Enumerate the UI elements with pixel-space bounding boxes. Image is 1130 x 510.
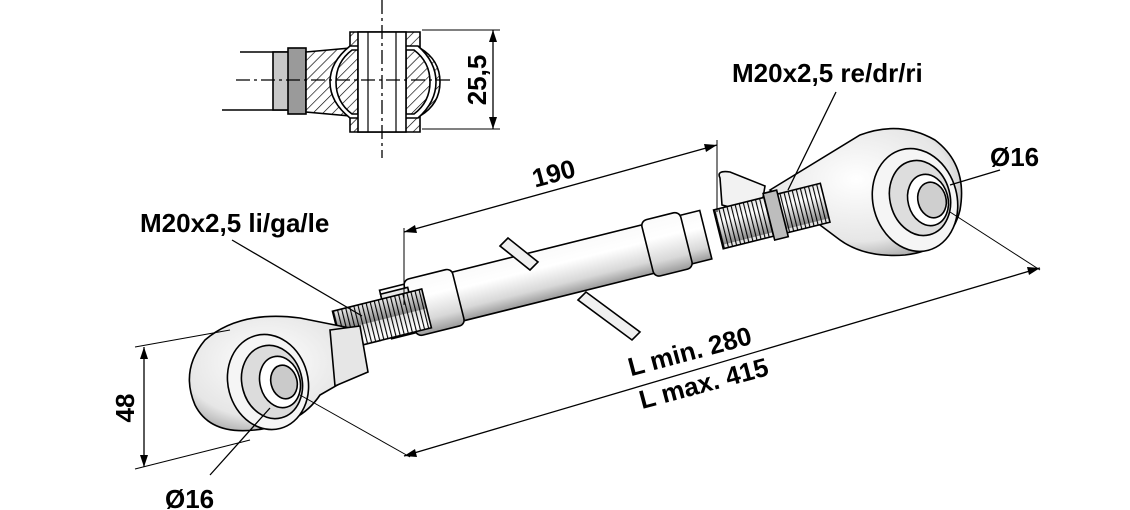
diameter-left-label: Ø16 (165, 484, 214, 510)
ball-joint-section-view: 25,5 (222, 0, 500, 158)
eye-height-label: 48 (110, 394, 140, 423)
thread-right-label: M20x2,5 re/dr/ri (732, 58, 923, 88)
handle-pin (498, 236, 642, 342)
diameter-right-label: Ø16 (990, 142, 1039, 172)
section-height-label: 25,5 (462, 55, 492, 106)
tube-length-label: 190 (529, 153, 579, 193)
thread-left-label: M20x2,5 li/ga/le (140, 208, 329, 238)
dimension-lines (134, 91, 1041, 476)
top-link-assembly (188, 127, 963, 432)
